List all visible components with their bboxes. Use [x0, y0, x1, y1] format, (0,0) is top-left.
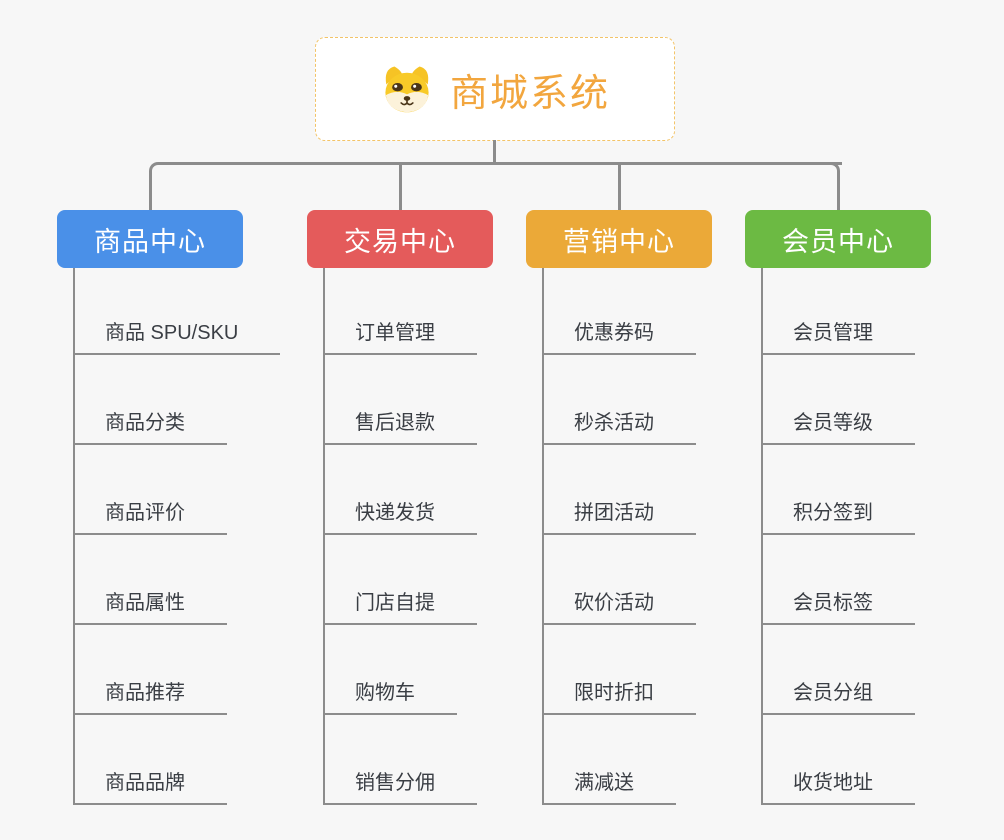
- branch-node[interactable]: 商品中心: [57, 210, 243, 268]
- leaf-node[interactable]: 满减送: [542, 769, 676, 805]
- root-title: 商城系统: [449, 72, 610, 115]
- column-spine-line: [542, 268, 544, 805]
- branch-drop-line: [618, 162, 621, 210]
- branch-node[interactable]: 营销中心: [526, 210, 712, 268]
- leaf-node[interactable]: 会员等级: [761, 409, 915, 445]
- leaf-node[interactable]: 订单管理: [323, 319, 477, 355]
- leaf-node[interactable]: 收货地址: [761, 769, 915, 805]
- leaf-node[interactable]: 限时折扣: [542, 679, 696, 715]
- leaf-node[interactable]: 商品属性: [73, 589, 227, 625]
- leaf-node[interactable]: 商品评价: [73, 499, 227, 535]
- leaf-node[interactable]: 砍价活动: [542, 589, 696, 625]
- trunk-corner-right: [816, 162, 840, 210]
- leaf-node[interactable]: 会员标签: [761, 589, 915, 625]
- column-spine-line: [761, 268, 763, 805]
- dog-face-icon: [380, 63, 434, 115]
- leaf-node[interactable]: 快递发货: [323, 499, 477, 535]
- leaf-node[interactable]: 购物车: [323, 679, 457, 715]
- branch-drop-line: [399, 162, 402, 210]
- branch-node[interactable]: 会员中心: [745, 210, 931, 268]
- column-spine-line: [323, 268, 325, 805]
- trunk-corner-left: [149, 162, 173, 210]
- leaf-node[interactable]: 商品品牌: [73, 769, 227, 805]
- leaf-node[interactable]: 会员分组: [761, 679, 915, 715]
- leaf-node[interactable]: 秒杀活动: [542, 409, 696, 445]
- leaf-node[interactable]: 售后退款: [323, 409, 477, 445]
- column-spine-line: [73, 268, 75, 805]
- leaf-node[interactable]: 商品分类: [73, 409, 227, 445]
- leaf-node[interactable]: 商品推荐: [73, 679, 227, 715]
- branch-node[interactable]: 交易中心: [307, 210, 493, 268]
- leaf-node[interactable]: 积分签到: [761, 499, 915, 535]
- leaf-node[interactable]: 拼团活动: [542, 499, 696, 535]
- leaf-node[interactable]: 优惠券码: [542, 319, 696, 355]
- leaf-node[interactable]: 销售分佣: [323, 769, 477, 805]
- leaf-node[interactable]: 商品 SPU/SKU: [73, 319, 281, 355]
- branch-label: 营销中心: [563, 226, 675, 257]
- leaf-node[interactable]: 会员管理: [761, 319, 915, 355]
- root-stem-line: [493, 140, 496, 165]
- branch-label: 会员中心: [782, 226, 894, 257]
- trunk-horizontal-line: [162, 162, 842, 165]
- root-node[interactable]: 商城系统: [315, 37, 675, 141]
- branch-label: 交易中心: [344, 226, 456, 257]
- leaf-node[interactable]: 门店自提: [323, 589, 477, 625]
- branch-label: 商品中心: [94, 226, 206, 257]
